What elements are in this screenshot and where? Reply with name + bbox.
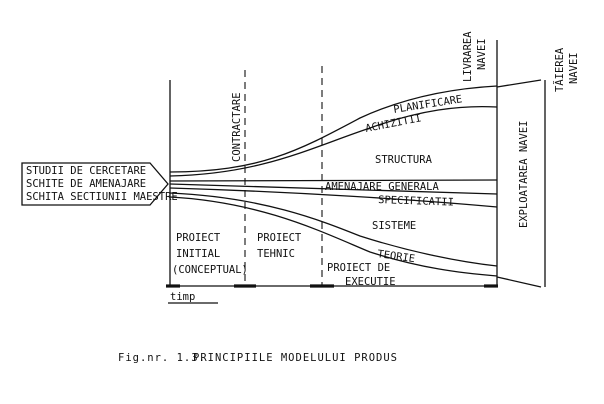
initial-design-label-2: INITIAL [176, 248, 220, 260]
cutting-label-1: TĂIEREA [553, 47, 566, 92]
delivery-label-1: LIVRAREA [462, 31, 474, 82]
general-layout-upper-line [169, 179, 498, 182]
initial-design-label-3: (CONCEPTUAL) [172, 264, 248, 276]
initial-design-label-1: PROIECT [176, 232, 221, 244]
procurement-label: ACHIZITII [364, 112, 422, 135]
contract-label: CONTRACTARE [231, 92, 243, 162]
exploitation-label: EXPLOATAREA NAVEI [518, 121, 530, 228]
procurement-curve [169, 105, 498, 177]
cutting-label-2: NAVEI [568, 52, 580, 84]
input-line-3: SCHITA SECTIUNII MAESTRE [26, 191, 178, 203]
figure-caption-prefix: Fig.nr. 1.3. [118, 352, 206, 364]
systems-curve [169, 192, 498, 267]
general-layout-label: AMENAJARE GENERALA [325, 181, 439, 193]
delivery-label-2: NAVEI [476, 38, 488, 70]
input-arrow-box [21, 162, 169, 206]
time-label: timp [170, 291, 195, 303]
exploitation-top-edge [496, 79, 542, 88]
input-line-2: SCHITE DE AMENAJARE [26, 178, 146, 190]
specifications-line [169, 187, 498, 208]
theory-label: TEORIE [377, 248, 416, 265]
systems-label: SISTEME [372, 220, 416, 232]
figure-caption-title: PRINCIPIILE MODELULUI PRODUS [193, 352, 398, 364]
technical-design-label-1: PROIECT [257, 232, 302, 244]
execution-design-label-2: EXECUTIE [345, 276, 396, 288]
specifications-label: SPECIFICATII [378, 194, 454, 209]
exploitation-bottom-edge [496, 276, 542, 288]
input-line-1: STUDII DE CERCETARE [26, 165, 146, 177]
planning-curve [169, 85, 498, 173]
technical-design-label-2: TEHNIC [257, 248, 295, 260]
general-layout-lower-line [169, 183, 498, 195]
structure-label: STRUCTURA [375, 154, 433, 166]
execution-design-label-1: PROIECT DE [327, 262, 390, 274]
theory-curve [169, 196, 498, 277]
